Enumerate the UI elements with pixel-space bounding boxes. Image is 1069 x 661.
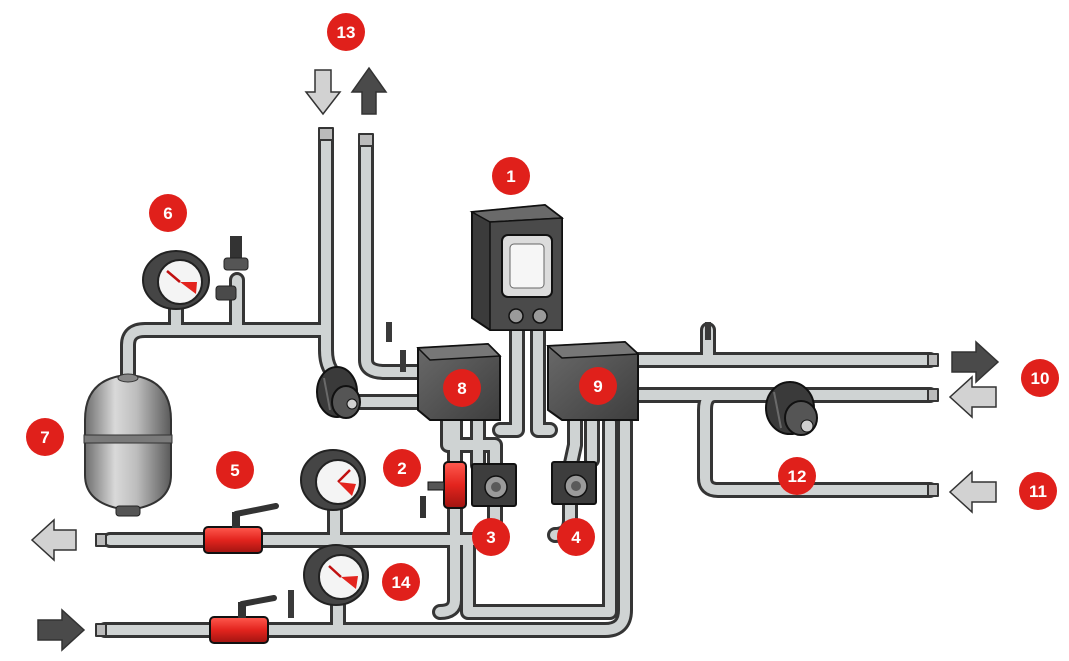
circulation-pump-icon <box>765 381 818 436</box>
pipe-13-out <box>358 137 428 380</box>
controller-box-icon <box>469 203 565 331</box>
ball-valve-icon <box>420 461 467 518</box>
pressure-gauge-icon <box>303 544 369 606</box>
pipe-cap-10-out <box>927 353 939 367</box>
svg-text:7: 7 <box>40 428 49 447</box>
badge-12: 12 <box>778 457 816 495</box>
badge-1: 1 <box>492 157 530 195</box>
pipe-cap-13-out <box>358 133 374 147</box>
badge-8: 8 <box>443 369 481 407</box>
flow-arrow-icon-13-up <box>350 66 388 115</box>
badge-9: 9 <box>579 367 617 405</box>
pipe-12-loop <box>697 387 938 498</box>
svg-text:2: 2 <box>397 459 406 478</box>
flow-arrows <box>30 66 1000 652</box>
pipe-cap-bottom <box>95 623 107 637</box>
svg-text:8: 8 <box>457 379 466 398</box>
air-vent-valve-icon <box>215 236 249 301</box>
pressure-gauge-icon <box>300 449 366 511</box>
badge-14: 14 <box>382 563 420 601</box>
badge-13: 13 <box>327 13 365 51</box>
svg-text:9: 9 <box>593 377 602 396</box>
pipe-3-4-join <box>102 492 503 548</box>
svg-text:4: 4 <box>571 528 581 547</box>
pipe-cap-5 <box>95 533 107 547</box>
svg-text:1: 1 <box>506 167 515 186</box>
pipe-cap-13-in <box>318 127 334 141</box>
motorized-valve-3 <box>471 463 517 507</box>
vent-stub-box8 <box>400 350 406 372</box>
ball-valve-icon <box>209 595 277 644</box>
badge-7: 7 <box>26 418 64 456</box>
pipe-cap-11 <box>927 483 939 497</box>
badge-5: 5 <box>216 451 254 489</box>
pipe-tank-header <box>120 322 334 386</box>
pipework <box>95 127 939 638</box>
pipe-cap-10-in <box>927 388 939 402</box>
flow-arrow-icon-5-out <box>30 518 77 562</box>
flow-arrow-icon-11-in <box>948 470 997 514</box>
svg-text:3: 3 <box>486 528 495 547</box>
flow-arrow-icon-13-down <box>304 69 342 116</box>
ball-valve-icon <box>203 503 279 554</box>
vent-stub-bottom <box>288 590 294 618</box>
pressure-gauge-icon <box>142 250 210 310</box>
badge-6: 6 <box>149 194 187 232</box>
svg-text:6: 6 <box>163 204 172 223</box>
expansion-tank-icon <box>83 373 173 517</box>
flow-arrow-icon-10-out <box>951 340 1000 384</box>
badge-3: 3 <box>472 518 510 556</box>
badge-11: 11 <box>1019 472 1057 510</box>
svg-text:5: 5 <box>230 461 239 480</box>
svg-text:14: 14 <box>392 573 411 592</box>
badge-10: 10 <box>1021 359 1059 397</box>
svg-text:10: 10 <box>1031 369 1050 388</box>
svg-text:13: 13 <box>337 23 356 42</box>
svg-text:11: 11 <box>1029 482 1047 501</box>
flow-arrow-icon-10-in <box>948 375 997 419</box>
callout-badges: 1 2 3 4 5 6 7 8 9 10 11 12 13 14 <box>26 13 1059 601</box>
badge-4: 4 <box>557 518 595 556</box>
vent-stub-right <box>705 322 711 340</box>
badge-2: 2 <box>383 449 421 487</box>
flow-arrow-icon-bottom-in <box>37 608 86 652</box>
pipe-bottom <box>97 414 633 638</box>
svg-text:12: 12 <box>788 467 807 486</box>
circulation-pump-icon <box>316 366 361 419</box>
vent-stub-left <box>386 322 392 342</box>
motorized-valve-4 <box>551 461 597 505</box>
